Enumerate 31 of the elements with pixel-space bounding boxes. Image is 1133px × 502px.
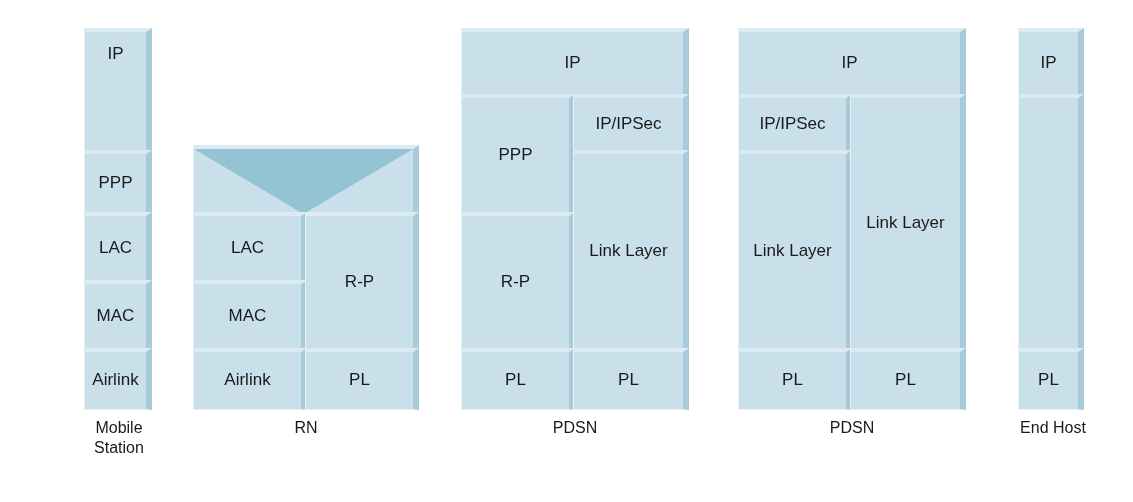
protocol-layer: Link Layer (573, 150, 689, 350)
stack-label: PDSN (828, 418, 876, 438)
protocol-layer: PL (738, 348, 852, 410)
protocol-layer: PL (1018, 348, 1084, 410)
protocol-layer: MAC (193, 280, 307, 350)
protocol-layer: LAC (193, 212, 307, 282)
protocol-layer: R-P (305, 212, 419, 350)
protocol-layer: Link Layer (738, 150, 852, 350)
protocol-layer: PL (573, 348, 689, 410)
protocol-layer: MAC (84, 280, 152, 350)
protocol-layer: IP (461, 28, 689, 96)
stack-label: RN (293, 418, 319, 438)
protocol-layer: Airlink (193, 348, 307, 410)
protocol-layer: IP/IPSec (738, 94, 852, 152)
protocol-layer: PPP (461, 94, 575, 214)
funnel-block (193, 145, 419, 215)
protocol-layer: PPP (84, 150, 152, 214)
protocol-layer: Airlink (84, 348, 152, 410)
stack-label: PDSN (551, 418, 599, 438)
protocol-layer: IP (1018, 28, 1084, 96)
protocol-layer: R-P (461, 212, 575, 350)
protocol-layer: IP (738, 28, 966, 96)
protocol-layer: IP (84, 28, 152, 152)
protocol-layer: PL (850, 348, 966, 410)
protocol-layer: IP/IPSec (573, 94, 689, 152)
protocol-layer: Link Layer (850, 94, 966, 350)
protocol-layer: PL (461, 348, 575, 410)
stack-label: Mobile Station (93, 418, 145, 458)
protocol-layer: LAC (84, 212, 152, 282)
protocol-layer: PL (305, 348, 419, 410)
stack-label: End Host (1019, 418, 1087, 438)
